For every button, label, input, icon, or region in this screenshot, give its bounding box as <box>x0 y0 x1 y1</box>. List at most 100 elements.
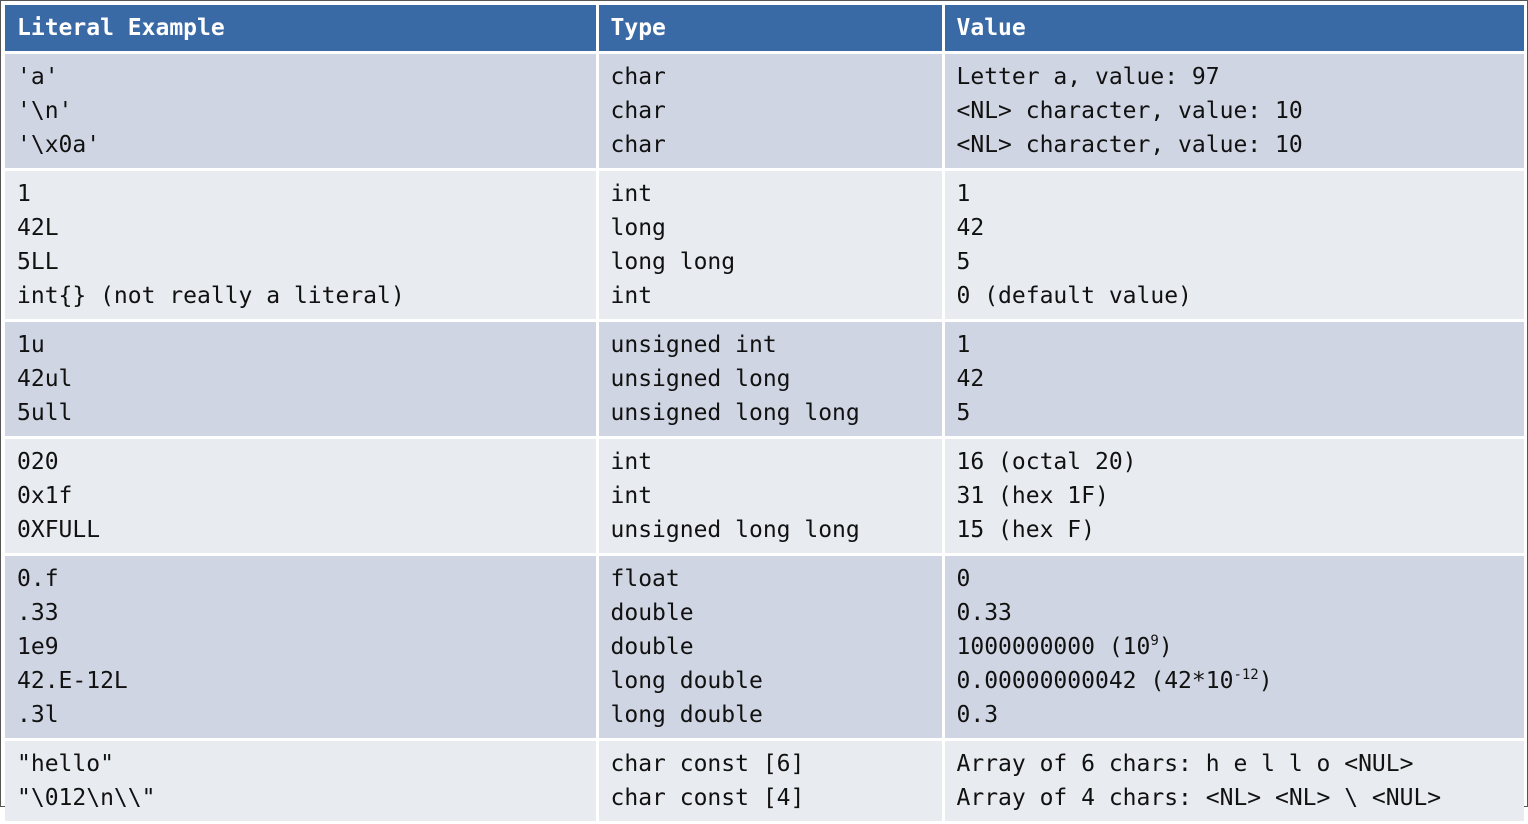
literal-cell: "hello""\012\n\\" <box>5 739 599 824</box>
literal-text: .3l <box>17 702 59 728</box>
literal-text: 5ull <box>17 400 73 426</box>
table-row: "hello""\012\n\\" char const [6] char cons… <box>5 739 1525 824</box>
type-text: long <box>610 215 666 241</box>
literal-text: int{} (not really a literal) <box>17 283 405 309</box>
type-text: unsigned long long <box>610 517 860 543</box>
value-line: 5 <box>957 245 1525 279</box>
value-text: 1 <box>956 332 971 358</box>
literal-line: '\n' <box>17 94 596 128</box>
value-text: 0.33 <box>956 600 1012 626</box>
type-text: unsigned long long <box>610 400 860 426</box>
literal-line: 0.f <box>17 562 596 596</box>
type-line: unsigned int <box>611 328 942 362</box>
value-line: 0 (default value) <box>957 279 1525 313</box>
value-line: 15 (hex F) <box>957 513 1525 547</box>
value-text: 0 (default value) <box>956 283 1192 309</box>
value-text: Array of 4 chars: <NL> <NL> \ <NUL> <box>956 785 1442 811</box>
literal-text: 0.f <box>17 566 59 592</box>
value-line: 42 <box>957 362 1525 396</box>
value-text: 16 (octal 20) <box>956 449 1137 475</box>
literal-line: 42L <box>17 211 596 245</box>
exponent-superscript: -12 <box>1233 667 1259 683</box>
header-row: Literal Example Type Value <box>5 5 1524 54</box>
value-text: Array of 6 chars: h e l l o <NUL> <box>956 751 1414 777</box>
value-text: 0.3 <box>956 702 999 728</box>
type-line: char const [4] <box>611 781 942 815</box>
value-line: 1 <box>957 177 1525 211</box>
value-text: <NL> character, value: 10 <box>956 98 1303 124</box>
type-line: long double <box>611 698 942 732</box>
literal-line: '\x0a' <box>17 128 596 162</box>
type-line: char <box>611 60 942 94</box>
value-line: 1 <box>957 328 1525 362</box>
value-line: Array of 6 chars: h e l l o <NUL> <box>957 747 1525 781</box>
type-cell: unsigned int unsigned long unsigned long l… <box>597 320 945 439</box>
literal-line: 0x1f <box>17 479 596 513</box>
type-text: char const [6] <box>610 751 805 777</box>
value-text: 42 <box>956 366 985 392</box>
type-line: unsigned long <box>611 362 942 396</box>
type-text: char <box>610 132 666 158</box>
value-suffix: ) <box>1258 668 1273 694</box>
literal-line: 1e9 <box>17 630 596 664</box>
type-text: int <box>610 181 653 207</box>
type-text: long long <box>610 249 736 275</box>
literal-line: 1u <box>17 328 596 362</box>
type-text: int <box>610 449 653 475</box>
type-text: char <box>610 64 666 90</box>
type-cell: char char char <box>597 52 945 171</box>
literal-line: .3l <box>17 698 596 732</box>
type-text: double <box>610 600 694 626</box>
value-text: 5 <box>956 249 971 275</box>
value-line: 0.00000000042 (42*10-12) <box>957 664 1525 698</box>
type-line: unsigned long long <box>611 396 942 430</box>
literals-table: Literal Example Type Value 'a''\n' '\x0a'… <box>5 5 1524 824</box>
value-text: <NL> character, value: 10 <box>956 132 1303 158</box>
literal-text: 5LL <box>17 249 59 275</box>
literal-text: 1u <box>17 332 45 358</box>
literal-text: '\x0a' <box>17 132 101 158</box>
type-line: char const [6] <box>611 747 942 781</box>
type-text: char <box>610 98 666 124</box>
value-text: 0.00000000042 (42*10 <box>956 668 1234 694</box>
literal-cell: 'a''\n' '\x0a' <box>5 52 599 171</box>
value-line: Letter a, value: 97 <box>957 60 1525 94</box>
value-cell: 1 42 5 <box>943 320 1525 439</box>
value-cell: Letter a, value: 97 <NL> character, value… <box>943 52 1525 171</box>
value-text: 31 (hex 1F) <box>956 483 1109 509</box>
literal-line: 1 <box>17 177 596 211</box>
value-text: 5 <box>956 400 971 426</box>
literal-text: .33 <box>17 600 59 626</box>
literal-line: 42.E-12L <box>17 664 596 698</box>
value-text: 0 <box>956 566 971 592</box>
literal-line: 'a' <box>17 60 596 94</box>
header-type: Type <box>597 5 945 54</box>
type-text: double <box>610 634 694 660</box>
value-line: 42 <box>957 211 1525 245</box>
type-line: int <box>611 279 942 313</box>
table-body: 'a''\n' '\x0a' char char char Letter a, value… <box>5 52 1525 824</box>
type-text: long double <box>610 702 763 728</box>
type-cell: int long long long int <box>597 169 945 322</box>
literal-text: 0x1f <box>17 483 73 509</box>
header-literal-example: Literal Example <box>5 5 599 54</box>
type-line: int <box>611 445 942 479</box>
type-text: unsigned long <box>610 366 791 392</box>
value-line: <NL> character, value: 10 <box>957 128 1525 162</box>
value-line: 0.3 <box>957 698 1525 732</box>
value-text: Letter a, value: 97 <box>956 64 1220 90</box>
type-text: int <box>610 483 653 509</box>
exponent-superscript: 9 <box>1150 633 1159 649</box>
type-line: float <box>611 562 942 596</box>
value-line: 31 (hex 1F) <box>957 479 1525 513</box>
